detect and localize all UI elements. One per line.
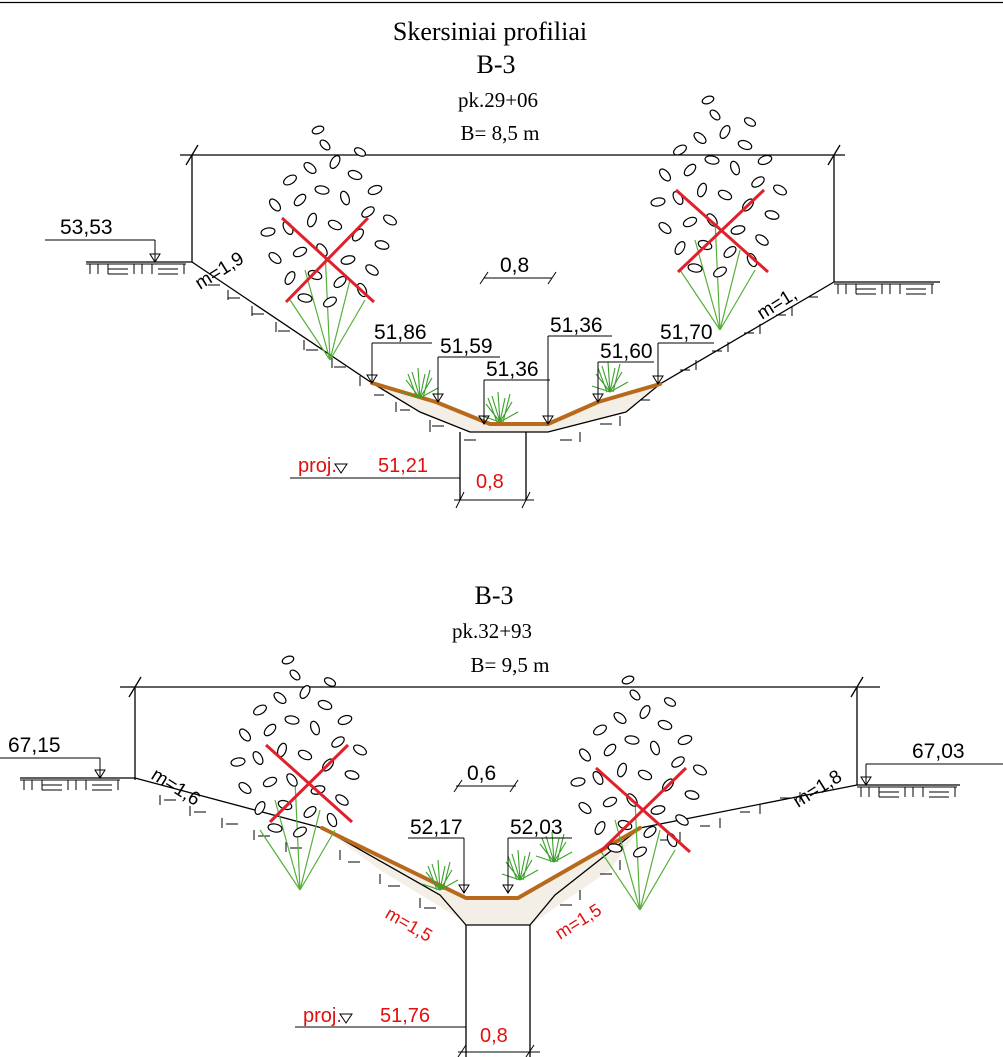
profile-1-hatch <box>208 284 818 442</box>
profile-1-width: B= 8,5 m <box>461 121 540 145</box>
profile-1-picket: pk.29+06 <box>458 88 538 112</box>
profile-1-slope-left: m=1,9 <box>192 248 248 294</box>
profile-1-bottom-dim-top: 0,8 <box>500 254 529 277</box>
profile-2-bottom-box <box>465 925 531 1057</box>
profile-2-bank-left-elev: 67,15 <box>8 734 61 757</box>
svg-text:51,76: 51,76 <box>380 1005 430 1027</box>
profile-1: B-3 pk.29+06 B= 8,5 m 53,53 m=1,9 m=1, <box>45 50 940 509</box>
profile-1-name: B-3 <box>477 50 516 79</box>
profile-2-hatch <box>159 792 801 909</box>
profile-1-elev-1: 51,86 <box>366 321 432 384</box>
profile-2-width: B= 9,5 m <box>471 653 550 677</box>
profile-2-bottom-dim-top: 0,6 <box>467 762 496 785</box>
svg-text:51,36: 51,36 <box>550 314 603 337</box>
profile-2-slope-left: m=1,6 <box>147 764 203 810</box>
svg-text:0,8: 0,8 <box>476 471 504 493</box>
profile-1-width-dimension <box>180 144 845 282</box>
profile-2-bank-right-elev: 67,03 <box>912 740 965 763</box>
profile-1-left-surface-hatch <box>85 263 187 275</box>
profile-2-bottom-width: 0,8 <box>457 1025 540 1057</box>
profile-1-ground-line <box>86 261 940 433</box>
profile-1-removal-cross-right <box>675 188 769 274</box>
profile-2-proj-slope-left: m=1,5 <box>382 903 436 946</box>
profile-2-proj-slope-right: m=1,5 <box>552 900 605 944</box>
profile-1-bottom-width: 0,8 <box>454 471 534 509</box>
svg-text:51,21: 51,21 <box>378 455 428 477</box>
profile-1-bottom-box <box>459 432 527 500</box>
profile-2-sediment <box>322 828 640 925</box>
profile-2-lining <box>320 826 642 900</box>
profile-1-sediment <box>372 383 660 432</box>
profile-1-slope-right: m=1, <box>754 284 801 324</box>
profile-2-elev-1: 52,17 <box>408 816 470 894</box>
svg-text:0,8: 0,8 <box>480 1025 508 1047</box>
profile-1-elev-3: 51,36 <box>478 358 550 425</box>
svg-text:52,03: 52,03 <box>510 816 563 839</box>
profile-1-right-surface-hatch <box>833 283 935 295</box>
profile-2-right-surface-hatch <box>856 786 958 798</box>
profile-2-ground-line <box>20 777 960 926</box>
svg-text:proj.: proj. <box>303 1005 342 1027</box>
profile-1-elev-4: 51,36 <box>542 314 612 425</box>
profile-1-elev-5: 51,60 <box>592 340 654 403</box>
profile-1-removal-cross-left <box>280 216 376 304</box>
sheet-title: Skersiniai profiliai <box>393 17 587 46</box>
profile-2-tree-left <box>229 654 369 891</box>
svg-text:51,60: 51,60 <box>600 340 653 363</box>
svg-text:51,36: 51,36 <box>486 358 539 381</box>
svg-text:51,59: 51,59 <box>440 335 493 358</box>
profile-1-lining <box>370 381 662 426</box>
profile-2-slope-right: m=1,8 <box>790 766 846 812</box>
profile-2-removal-cross-right <box>595 766 691 854</box>
profile-2-picket: pk.32+93 <box>452 619 532 643</box>
profile-1-bank-left-elev: 53,53 <box>60 216 113 239</box>
profile-2-width-dimension <box>120 676 880 785</box>
profile-2-elev-2: 52,03 <box>502 816 572 894</box>
svg-text:51,86: 51,86 <box>374 321 427 344</box>
profile-1-proj: proj. 51,21 <box>290 455 460 479</box>
svg-text:proj.: proj. <box>298 455 337 477</box>
profile-1-elev-2: 51,59 <box>432 335 500 403</box>
profile-2-left-surface-hatch <box>19 779 121 791</box>
profile-2-proj: proj. 51,76 <box>295 1005 466 1028</box>
svg-text:52,17: 52,17 <box>410 816 463 839</box>
profile-2: B-3 pk.32+93 B= 9,5 m 67,15 67,03 m=1,6 … <box>0 581 1003 1057</box>
profile-1-elev-6: 51,70 <box>652 321 714 385</box>
svg-text:51,70: 51,70 <box>660 321 713 344</box>
profile-2-removal-cross-left <box>264 743 354 824</box>
profile-2-name: B-3 <box>475 581 514 610</box>
profile-1-tree-right <box>649 94 789 331</box>
